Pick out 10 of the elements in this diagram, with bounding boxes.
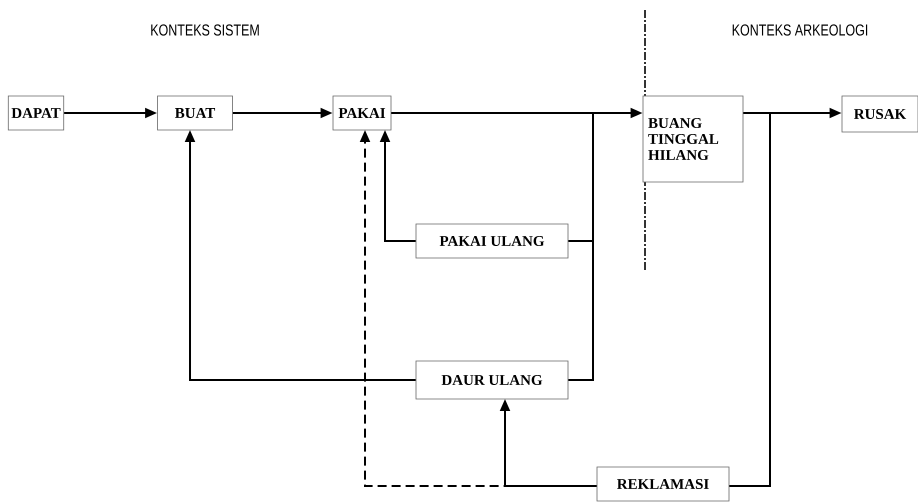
process-box: DAPAT xyxy=(8,96,64,130)
process-box: REKLAMASI xyxy=(596,466,730,502)
process-box: BUAT xyxy=(157,96,233,130)
process-box: DAUR ULANG xyxy=(416,360,568,400)
section-heading: KONTEKS SISTEM xyxy=(151,24,259,36)
process-box: PAKAI xyxy=(332,96,392,130)
process-box: PAKAI ULANG xyxy=(416,224,568,258)
process-box: BUANG TINGGAL HILANG xyxy=(642,96,744,182)
process-box: RUSAK xyxy=(842,96,918,132)
section-heading: KONTEKS ARKEOLOGI xyxy=(732,24,868,36)
